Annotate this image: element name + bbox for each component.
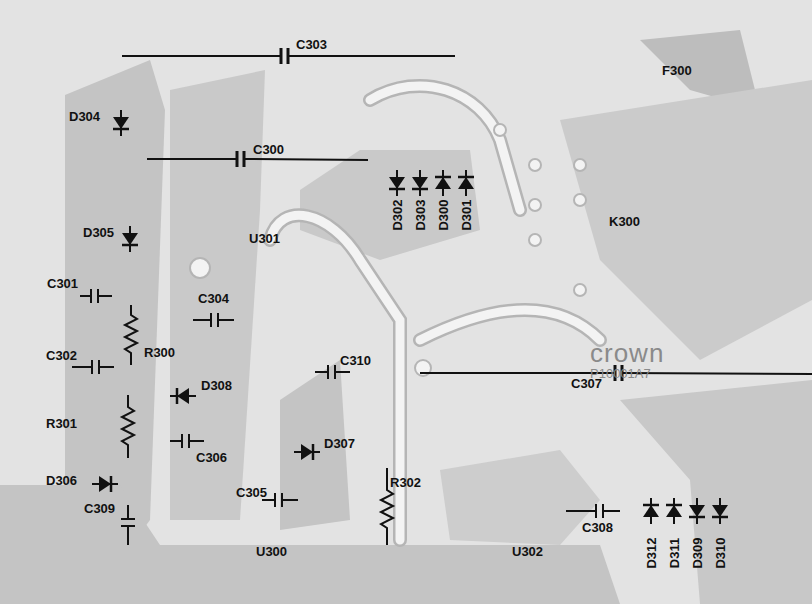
pad	[529, 159, 541, 171]
diode-symbol	[689, 498, 705, 524]
capacitor-symbol	[287, 48, 290, 64]
pad	[529, 199, 541, 211]
reference-label: D303	[414, 199, 427, 230]
diode-symbol	[666, 498, 682, 524]
pad	[574, 284, 586, 296]
reference-label: F300	[662, 64, 692, 77]
reference-label: D304	[69, 110, 100, 123]
reference-label: C303	[296, 38, 327, 51]
trace	[370, 86, 520, 210]
reference-label: D309	[691, 537, 704, 568]
reference-label: C310	[340, 354, 371, 367]
trace-group	[270, 86, 600, 540]
capacitor-lead	[420, 372, 615, 374]
trace	[270, 215, 400, 540]
reference-label: D305	[83, 226, 114, 239]
diode-symbol	[294, 444, 320, 460]
pad	[494, 124, 506, 136]
capacitor-lead	[122, 55, 281, 57]
reference-label: D301	[460, 199, 473, 230]
reference-label: D312	[645, 537, 658, 568]
reference-label: D308	[201, 379, 232, 392]
reference-label: C301	[47, 277, 78, 290]
capacitor-symbol	[170, 434, 204, 448]
reference-label: C306	[196, 451, 227, 464]
capacitor-lead	[244, 159, 368, 160]
diode-symbol	[412, 170, 428, 196]
resistor-symbol	[125, 305, 137, 365]
diode-symbol	[435, 170, 451, 196]
capacitor-symbol	[121, 505, 135, 545]
reference-label: K300	[609, 215, 640, 228]
trace-group	[270, 86, 600, 540]
copper-pour	[300, 150, 480, 260]
pad	[574, 159, 586, 171]
diode-symbol	[170, 388, 196, 404]
copper-pour	[440, 450, 600, 545]
diode-symbol	[92, 476, 118, 492]
reference-label: D300	[437, 199, 450, 230]
reference-label: D306	[46, 474, 77, 487]
copper-pour	[170, 70, 265, 520]
reference-label: U301	[249, 232, 280, 245]
pad	[574, 194, 586, 206]
capacitor-symbol	[315, 365, 350, 379]
reference-label: D311	[668, 538, 681, 568]
pad	[190, 258, 210, 278]
reference-label: R300	[144, 346, 175, 359]
capacitor-symbol	[280, 48, 283, 64]
resistor-group	[122, 305, 393, 545]
capacitor-symbol	[566, 504, 620, 518]
capacitor-symbol	[80, 289, 112, 303]
capacitor-group	[72, 48, 812, 545]
reference-label: C304	[198, 292, 229, 305]
trace	[420, 310, 600, 340]
reference-label: R302	[390, 476, 421, 489]
diode-symbol	[113, 110, 129, 136]
reference-label: C309	[84, 502, 115, 515]
diode-symbol	[712, 498, 728, 524]
reference-label: C308	[582, 521, 613, 534]
capacitor-symbol	[193, 313, 234, 327]
pad	[529, 234, 541, 246]
reference-label: C302	[46, 349, 77, 362]
resistor-symbol	[122, 395, 134, 458]
reference-label: U300	[256, 545, 287, 558]
capacitor-symbol	[72, 360, 114, 374]
reference-label: D310	[714, 537, 727, 568]
trace	[370, 86, 520, 210]
capacitor-symbol	[262, 493, 298, 507]
reference-label: C307	[571, 377, 602, 390]
capacitor-symbol	[236, 151, 239, 167]
capacitor-lead	[147, 158, 237, 160]
trace	[420, 310, 600, 340]
capacitor-lead	[288, 55, 455, 57]
copper-pour	[560, 80, 812, 360]
reference-label: C305	[236, 486, 267, 499]
diode-symbol	[643, 498, 659, 524]
reference-label: U302	[512, 545, 543, 558]
diode-symbol	[389, 170, 405, 196]
reference-label: D307	[324, 437, 355, 450]
reference-label: D302	[391, 199, 404, 230]
reference-label: C300	[253, 143, 284, 156]
copper-pour	[620, 380, 812, 604]
logo-text: crown	[590, 340, 664, 366]
trace	[270, 215, 400, 540]
pad-group	[190, 124, 586, 376]
diode-symbol	[122, 226, 138, 252]
reference-label: R301	[46, 417, 77, 430]
diode-symbol	[458, 170, 474, 196]
capacitor-symbol	[243, 151, 246, 167]
